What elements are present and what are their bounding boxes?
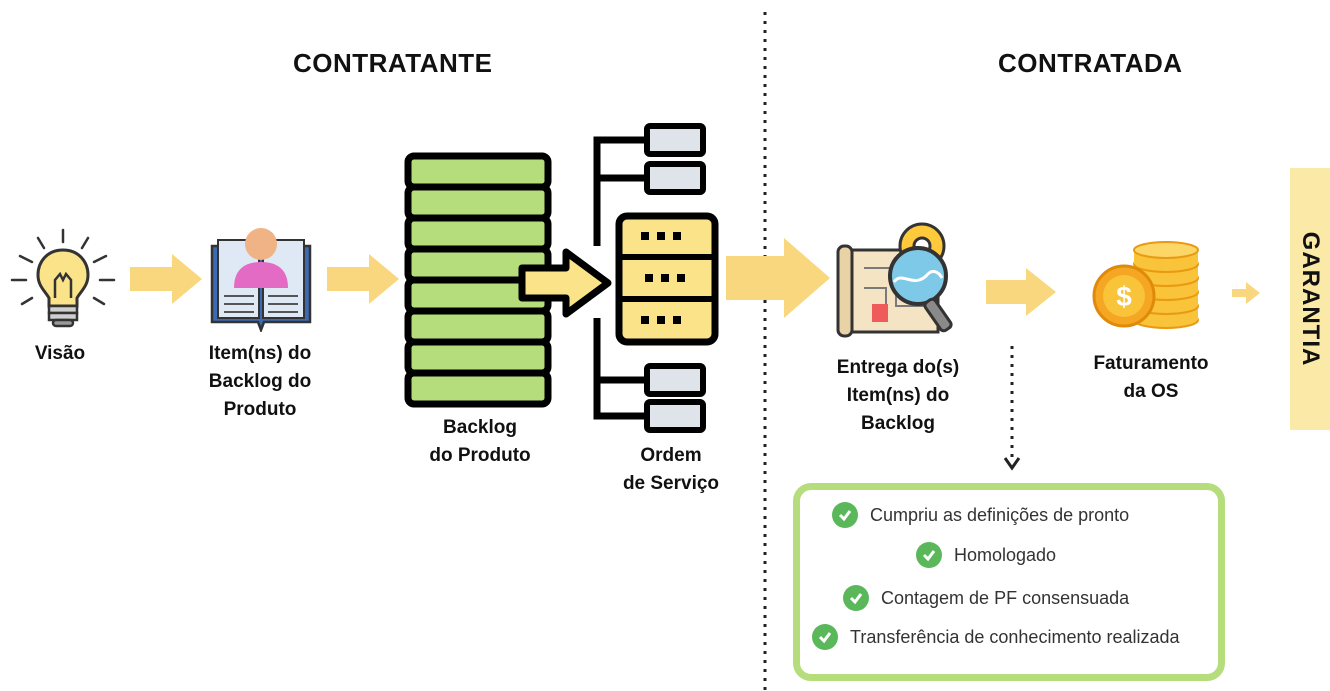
label-item-backlog: Item(ns) do Backlog do Produto — [208, 343, 312, 420]
label-visao: Visão — [34, 343, 86, 364]
checklist-item-label: Cumpriu as definições de pronto — [870, 504, 1130, 525]
checklist-item-label: Homologado — [954, 544, 1057, 565]
delivery-blueprint-icon — [836, 222, 953, 338]
checklist-item: Cumpriu as definições de pronto — [832, 502, 1129, 528]
label-backlog-produto: Backlog do Produto — [429, 417, 531, 466]
checklist-item: Contagem de PF consensuada — [843, 585, 1129, 611]
arrow-1 — [130, 254, 202, 304]
arrow-3 — [726, 238, 830, 318]
backlog-item-person-icon — [210, 228, 312, 332]
header-contratada: CONTRATADA — [998, 48, 1183, 78]
check-icon — [812, 624, 838, 650]
divider-line — [763, 12, 767, 691]
check-icon — [916, 542, 942, 568]
backlog-stack-icon — [404, 152, 552, 408]
checklist-item-label: Transferência de conhecimento realizada — [850, 626, 1180, 647]
coins-icon: $ — [1092, 241, 1199, 329]
checklist-item-label: Contagem de PF consensuada — [881, 587, 1130, 608]
check-icon — [832, 502, 858, 528]
label-entrega: Entrega do(s) Item(ns) do Backlog — [836, 357, 960, 434]
checklist-panel — [793, 483, 1225, 681]
label-ordem-servico: Ordem de Serviço — [622, 445, 720, 494]
arrow-4 — [986, 268, 1056, 316]
dotted-down-arrow — [1003, 346, 1021, 471]
checklist-item: Transferência de conhecimento realizada — [812, 624, 1180, 650]
checklist-item: Homologado — [916, 542, 1056, 568]
garantia-banner: GARANTIA — [1290, 168, 1330, 430]
arrow-to-os — [518, 248, 612, 318]
lightbulb-icon — [10, 228, 116, 328]
garantia-label: GARANTIA — [1297, 231, 1324, 367]
label-faturamento: Faturamento da OS — [1093, 353, 1209, 402]
arrow-5 — [1232, 282, 1260, 304]
svg-text:$: $ — [1116, 281, 1132, 312]
arrow-2 — [327, 254, 399, 304]
check-icon — [843, 585, 869, 611]
service-order-icon — [593, 123, 719, 433]
header-contratante: CONTRATANTE — [293, 48, 493, 78]
